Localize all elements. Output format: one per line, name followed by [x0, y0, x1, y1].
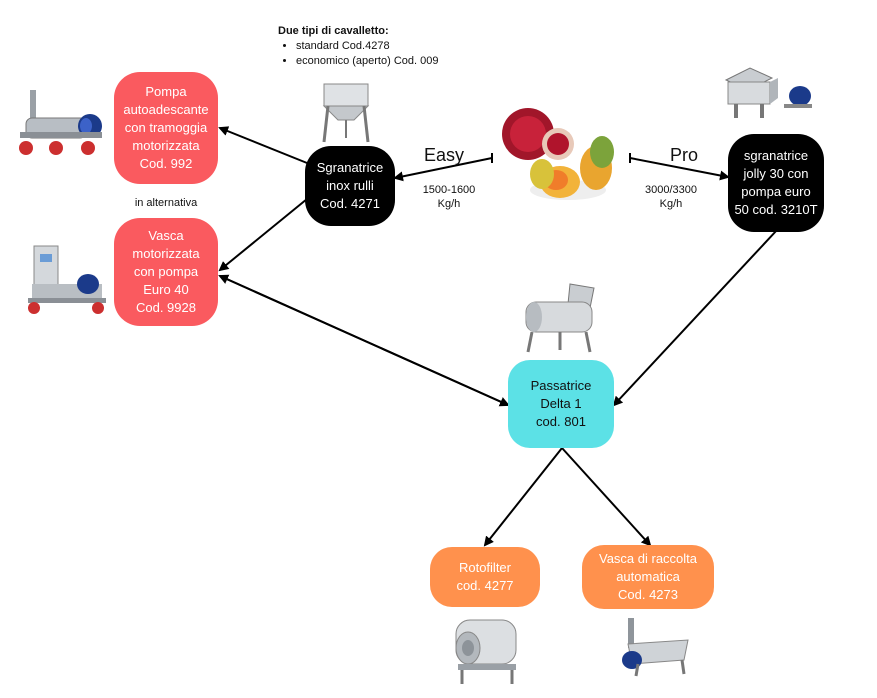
node-line: motorizzata — [132, 246, 200, 261]
node-line: inox rulli — [326, 178, 374, 193]
node-line: Cod. 4273 — [618, 587, 678, 602]
node-line: Rotofilter — [458, 560, 511, 575]
collection-tank-icon — [622, 618, 689, 677]
node-line: Passatrice — [530, 378, 592, 393]
arrow-passatrice-to-rotofilter — [483, 447, 563, 547]
rate-value: 1500-1600 — [422, 184, 476, 196]
node-line: motorizzata — [132, 138, 200, 153]
node-line: cod. 801 — [536, 414, 586, 429]
arrow-easy — [393, 157, 493, 182]
node-line: Pompa — [145, 84, 187, 99]
pro-rate-label: 3000/3300 Kg/h — [636, 183, 706, 211]
node-vasca-motorizzata[interactable]: Vasca motorizzata con pompa Euro 40 Cod.… — [114, 218, 218, 326]
node-rotofilter[interactable]: Rotofilter cod. 4277 — [430, 547, 540, 607]
node-line: Delta 1 — [540, 396, 582, 411]
arrow-passatrice-to-vasca-raccolta — [561, 447, 652, 547]
arrow-sgranatrice-to-vasca — [218, 189, 319, 272]
alternative-label: in alternativa — [134, 197, 198, 209]
node-line: cod. 4277 — [456, 578, 514, 593]
passatrice-machine-icon — [525, 283, 595, 353]
easy-rate-label: 1500-1600 Kg/h — [414, 183, 484, 211]
node-sgranatrice-inox[interactable]: Sgranatrice inox rulli Cod. 4271 — [305, 146, 395, 226]
node-line: Cod. 4271 — [319, 196, 380, 211]
node-pompa[interactable]: Pompa autoadescante con tramoggia motori… — [114, 72, 218, 184]
rate-value: 3000/3300 — [645, 184, 697, 196]
note-item: economico (aperto) Cod. 009 — [296, 54, 438, 69]
pomegranate-prickly-pear-icon — [502, 108, 614, 200]
node-line: jolly 30 con — [743, 166, 809, 181]
node-passatrice[interactable]: Passatrice Delta 1 cod. 801 — [508, 360, 614, 448]
node-line: Euro 40 — [143, 282, 189, 297]
jolly-destemmer-icon — [724, 67, 812, 118]
destemmer-machine-icon — [322, 83, 370, 143]
easy-label: Easy — [424, 145, 465, 165]
node-line: Vasca di raccolta — [598, 551, 698, 566]
rate-unit: Kg/h — [437, 198, 461, 210]
node-sgranatrice-jolly[interactable]: sgranatrice jolly 30 con pompa euro 50 c… — [728, 134, 824, 232]
rate-unit: Kg/h — [659, 198, 683, 210]
arrow-jolly-to-passatrice — [612, 229, 778, 407]
arrow-pro — [629, 157, 730, 181]
node-line: Sgranatrice — [316, 160, 384, 175]
node-line: Vasca — [148, 228, 184, 243]
node-line: con tramoggia — [124, 120, 208, 135]
arrow-sgranatrice-to-pompa — [218, 126, 313, 166]
pro-label: Pro — [670, 145, 699, 165]
node-line: Cod. 992 — [139, 156, 193, 171]
stand-types-note: Due tipi di cavalletto: standard Cod.427… — [278, 24, 438, 69]
node-vasca-raccolta[interactable]: Vasca di raccolta automatica Cod. 4273 — [582, 545, 714, 609]
node-line: autoadescante — [123, 102, 209, 117]
node-line: con pompa — [133, 264, 199, 279]
motorized-tank-icon — [28, 245, 106, 314]
node-line: pompa euro — [741, 184, 811, 199]
note-title: Due tipi di cavalletto — [278, 25, 385, 37]
node-line: automatica — [616, 569, 680, 584]
rotofilter-machine-icon — [455, 619, 517, 684]
pump-machine-icon — [19, 90, 102, 155]
note-item: standard Cod.4278 — [296, 39, 438, 54]
node-line: Cod. 9928 — [135, 300, 196, 315]
arrow-passatrice-to-vasca — [218, 274, 509, 406]
node-line: 50 cod. 3210T — [734, 202, 818, 217]
node-line: sgranatrice — [743, 148, 809, 163]
